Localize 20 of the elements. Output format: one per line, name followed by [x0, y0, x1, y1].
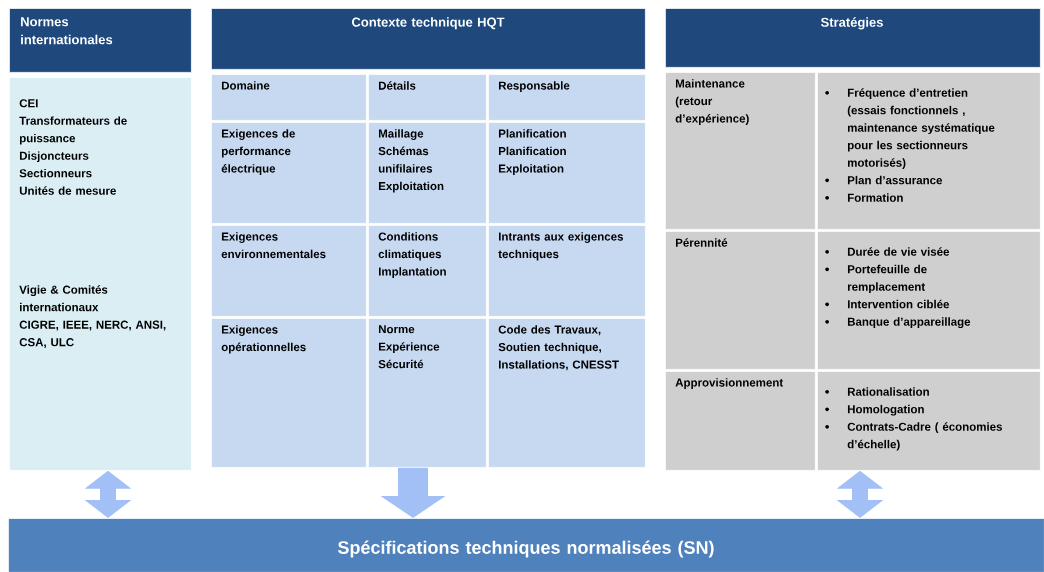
header-box: Normes internationales: [9, 8, 192, 73]
table-cell: Fréquence d’entretien (essais fonctionnels , maintenance systématique pour les sectionneurs motorisés) Plan d’assurance Formation: [817, 72, 1041, 230]
table-cell: Intrants aux exigences techniques: [488, 225, 646, 317]
table-cell: Détails: [368, 74, 487, 121]
table-cell: Domaine: [211, 74, 367, 121]
table-cell: Approvisionnement: [665, 371, 816, 471]
header-box: Stratégies: [665, 8, 1041, 68]
header-box: Contexte technique HQT: [211, 8, 646, 70]
table-cell: Conditions climatiques Implantation: [368, 225, 487, 317]
table-cell: Durée de vie visée Portefeuille de remplacement Intervention ciblée Banque d’appareillage: [817, 231, 1041, 370]
table-cell: Norme Expérience Sécurité: [368, 318, 487, 468]
table-cell: Exigences opérationnelles: [211, 318, 367, 468]
table-cell: Pérennité: [665, 231, 816, 370]
panel-box: CEI Transformateurs de puissance Disjoncteurs Sectionneurs Unités de mesure Vigie & Comités internationaux CIGRE, IEEE, NERC, ANSI, CSA, ULC: [9, 77, 192, 471]
table-cell: Exigences environnementales: [211, 225, 367, 317]
table-cell: Maintenance (retour d’expérience): [665, 72, 816, 230]
banner-box: Spécifications techniques normalisées (SN): [8, 518, 1044, 572]
table-cell: Rationalisation Homologation Contrats-Cadre ( économies d’échelle): [817, 371, 1041, 471]
table-cell: Responsable: [488, 74, 646, 121]
table-cell: Code des Travaux, Soutien technique, Installations, CNESST: [488, 318, 646, 468]
